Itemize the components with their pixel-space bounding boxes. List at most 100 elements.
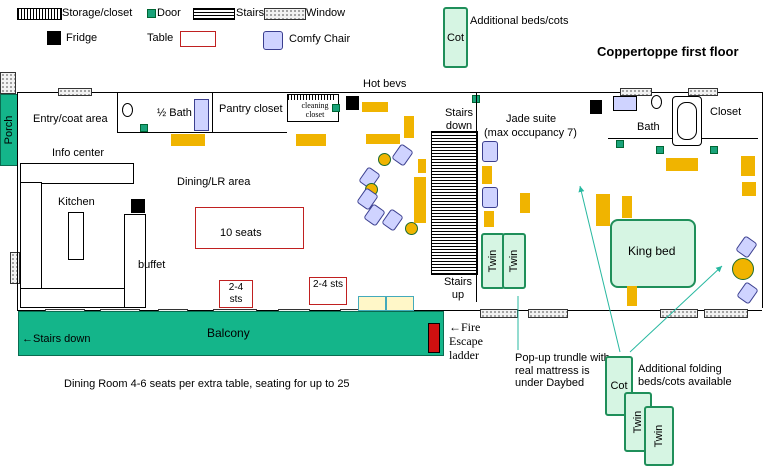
bath-sink — [613, 96, 637, 111]
jade-side-table — [732, 258, 754, 280]
dining-note: Dining Room 4-6 seats per extra table, s… — [64, 378, 350, 390]
cot-top: Cot — [443, 7, 468, 68]
twin-1-label: Twin — [487, 249, 499, 273]
porch: Porch — [0, 94, 18, 166]
stairs-down-center-label: Stairs down — [444, 107, 474, 132]
hot-bevs-counter — [362, 102, 388, 112]
twin-bed-2: Twin — [502, 233, 526, 289]
balcony-planter-2 — [386, 296, 414, 311]
kitchen-counter-left — [20, 182, 42, 290]
legend-window-label: Window — [306, 7, 346, 19]
jade-chair-4 — [736, 281, 759, 305]
twin-2-label: Twin — [508, 249, 520, 273]
bathtub-basin — [677, 102, 697, 140]
legend-chair-label: Comfy Chair — [289, 33, 351, 45]
window-top-3 — [688, 88, 718, 96]
king-bed-label: King bed — [628, 244, 676, 258]
legend-storage-label: Storage/closet — [62, 7, 133, 19]
king-nightstand-left — [596, 194, 610, 226]
cleaning-closet-shelf — [288, 95, 336, 100]
window-top-2 — [620, 88, 652, 96]
buffet — [124, 214, 146, 308]
bathtub — [672, 96, 702, 146]
kitchen-label: Kitchen — [58, 196, 95, 208]
balcony-planter-1 — [358, 296, 386, 311]
cot-top-label: Cot — [446, 31, 465, 44]
entry-label: Entry/coat area — [33, 113, 108, 125]
legend-table-label: Table — [147, 32, 174, 44]
dining-label: Dining/LR area — [177, 176, 251, 188]
counter-center — [296, 134, 326, 146]
wall-left — [17, 92, 18, 310]
twin-bottom-1-label: Twin — [632, 410, 644, 434]
toilet-icon — [122, 103, 133, 117]
center-stairs — [431, 131, 478, 275]
porch-window-top — [0, 72, 16, 94]
closet-door — [710, 146, 718, 154]
pantry-label: Pantry closet — [219, 103, 283, 115]
cot-bottom: Cot — [605, 356, 633, 416]
cleaning-closet: cleaning closet — [287, 94, 339, 122]
window-bottom-8 — [480, 309, 518, 318]
jade-fridge — [590, 100, 602, 114]
cot-bottom-label: Cot — [610, 380, 628, 392]
ten-seats-label: 10 seats — [220, 227, 262, 239]
half-bath-door — [140, 124, 148, 132]
legend-stairs-label: Stairs — [236, 7, 265, 19]
window-top-1 — [58, 88, 92, 96]
legend-storage-swatch — [17, 8, 62, 20]
pantry-window — [194, 99, 209, 131]
twin-bottom-2: Twin — [644, 406, 674, 466]
page-title: Coppertoppe first floor — [597, 44, 739, 59]
buffet-label: buffet — [138, 259, 166, 271]
legend-fridge-swatch — [47, 31, 61, 45]
folding-beds-note: Additional folding beds/cots available — [638, 363, 732, 388]
kitchen-counter-bottom — [20, 288, 126, 308]
jade-chair-2 — [482, 187, 498, 208]
jade-inner-door — [616, 140, 624, 148]
small-table-1: 2-4 sts — [219, 280, 253, 308]
jade-suite-wall — [476, 92, 477, 302]
counter-left — [171, 134, 205, 146]
porch-window-bottom — [10, 252, 20, 284]
half-bath-wall — [117, 92, 118, 132]
fire-escape-ladder — [428, 323, 440, 353]
trundle-note: Pop-up trundle with real mattress is und… — [515, 352, 610, 390]
side-table-1 — [378, 153, 391, 166]
small-table-1-label: 2-4 sts — [228, 282, 244, 305]
twin-bottom-2-label: Twin — [653, 424, 665, 448]
jade-table — [482, 166, 492, 184]
jade-nightstand — [520, 193, 530, 213]
wall-top — [17, 92, 762, 93]
stairs-up-label: Stairs up — [443, 276, 473, 301]
half-bath-label: ½ Bath — [157, 107, 192, 119]
side-table-3 — [405, 222, 418, 235]
dining-table-ten: 10 seats — [195, 207, 304, 249]
closet-dresser — [741, 156, 755, 176]
kitchen-island — [68, 212, 84, 260]
legend-stairs-swatch — [193, 8, 235, 20]
fire-escape-label: ←Fire Escape ladder — [449, 320, 483, 362]
window-bottom-11 — [704, 309, 748, 318]
settee — [414, 177, 426, 223]
bath-door — [656, 146, 664, 154]
legend-fridge-label: Fridge — [66, 32, 98, 44]
legend-window-swatch — [264, 8, 306, 20]
jade-chair-3 — [735, 235, 758, 259]
porch-label: Porch — [3, 115, 15, 145]
info-center-label: Info center — [52, 147, 104, 159]
legend-door-swatch — [147, 9, 156, 18]
balcony-label: Balcony — [207, 326, 250, 340]
legend-door-label: Door — [157, 7, 181, 19]
counter-right — [366, 134, 400, 144]
king-bed: King bed — [610, 219, 696, 288]
bath-label: Bath — [637, 121, 660, 133]
jade-suite-label: Jade suite — [506, 113, 557, 125]
comfy-chair-1 — [391, 143, 414, 167]
wall-right — [762, 92, 763, 308]
info-center-counter — [20, 163, 134, 184]
king-nightstand-right — [627, 286, 637, 306]
legend-chair-swatch — [263, 31, 283, 50]
stairs-down-balcony-label: ←Stairs down — [22, 333, 91, 345]
cleaning-closet-label: cleaning closet — [301, 101, 329, 120]
